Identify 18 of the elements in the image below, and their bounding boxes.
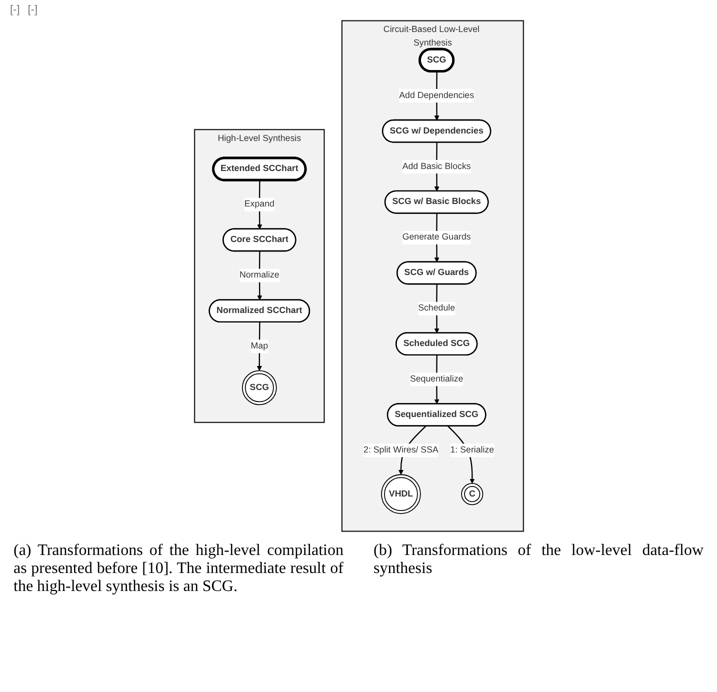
edge-label: Expand	[244, 199, 274, 210]
node-circle: SCG	[241, 370, 276, 406]
edge-label: Add Basic Blocks	[402, 161, 470, 172]
collapse-marker: [-]	[28, 4, 38, 16]
collapse-marker: [-]	[10, 4, 20, 16]
figure-caption: (a) Transformations of the high-level compilation as presented before [10]. The intermediate result of the high-level synthesis is an SCG.	[14, 542, 344, 596]
edge-label: Map	[250, 340, 268, 351]
edge-label: Add Dependencies	[398, 90, 474, 100]
node-circle: C	[460, 483, 483, 506]
node-circle: VHDL	[380, 474, 420, 514]
edge-label: Sequentialize	[409, 374, 463, 384]
figure-caption: (b) Transformations of the low-level data-flow synthesis	[374, 542, 704, 579]
edge-label: 2: Split Wires/ SSA	[363, 444, 438, 455]
arrow	[256, 322, 262, 371]
edge-label: 1: Serialize	[450, 444, 494, 455]
edge-label: Schedule	[418, 302, 455, 313]
edge-label: Normalize	[238, 270, 279, 280]
edge-label: Generate Guards	[402, 232, 470, 242]
